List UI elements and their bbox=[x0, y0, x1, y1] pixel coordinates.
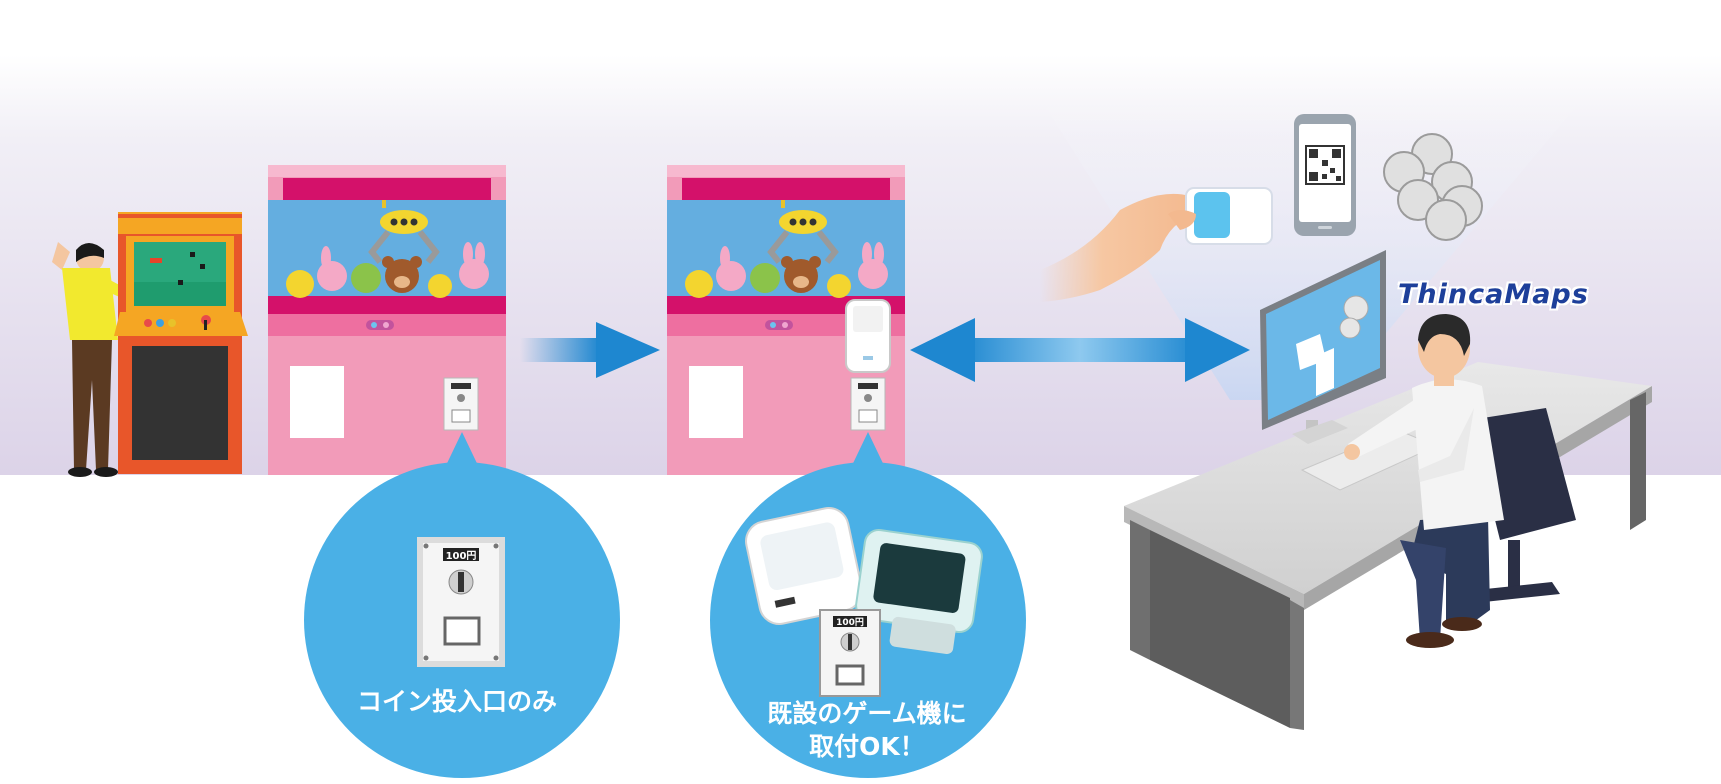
coin-denomination: 100円 bbox=[446, 550, 477, 562]
coins-icon bbox=[1383, 133, 1483, 241]
coin-slot-label: コイン投入口のみ bbox=[356, 687, 557, 716]
monitor-icon bbox=[1260, 250, 1386, 444]
screen-terminal-icon bbox=[855, 529, 983, 654]
arcade-machine-icon bbox=[114, 212, 248, 474]
retrofit-label-line1: 既設のゲーム機に bbox=[767, 699, 967, 728]
retrofit-label: 既設のゲーム機に 取付OK！ bbox=[712, 698, 1022, 763]
double-arrow bbox=[910, 318, 1250, 382]
payment-terminal-icon bbox=[745, 507, 863, 625]
claw-machine-retrofitted-icon bbox=[667, 165, 905, 475]
coin-denomination: 100円 bbox=[836, 617, 864, 628]
thincamaps-logo: ThincaMaps bbox=[1398, 279, 1589, 310]
smartphone-qr-icon bbox=[1294, 114, 1356, 236]
flow-arrow bbox=[520, 322, 660, 378]
retrofit-label-line2: 取付OK！ bbox=[809, 731, 925, 761]
claw-machine-icon bbox=[268, 165, 506, 475]
retrofit-bubble: 100円 bbox=[710, 432, 1026, 778]
ic-card-icon bbox=[1040, 187, 1273, 302]
office-worker-icon bbox=[1344, 314, 1576, 648]
coin-slot-bubble: 100円 bbox=[304, 432, 620, 778]
